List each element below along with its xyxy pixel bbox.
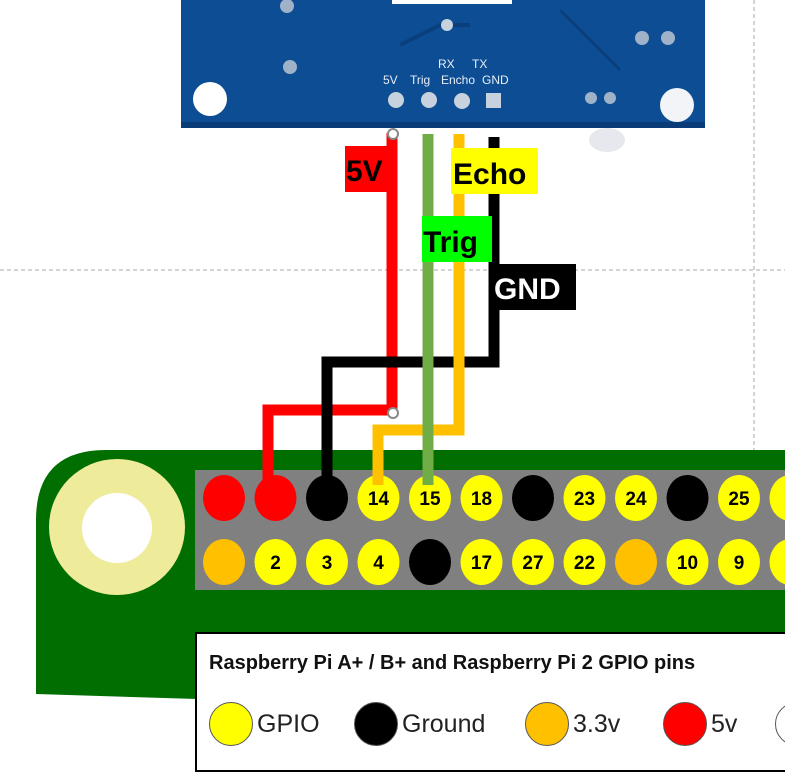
legend-item-gpio: GPIO [209, 702, 320, 746]
legend-item-5v: 5v [663, 702, 737, 746]
gpio-pin-dot [615, 539, 657, 585]
gpio-pin: 4 [358, 539, 400, 585]
gpio-pin-label: 24 [625, 489, 647, 510]
5v-dot-icon [663, 702, 707, 746]
gpio-pin: 18 [461, 475, 503, 521]
wire-joint [388, 408, 398, 418]
mounting-hole [660, 88, 694, 122]
gpio-pin-dot [409, 539, 451, 585]
ultrasonic-sensor-board: RX TX 5V Trig Encho GND [181, 0, 705, 152]
sensor-pin-trig [421, 92, 437, 108]
sensor-pin-echo [454, 93, 470, 109]
wire-joint [388, 129, 398, 139]
gpio-pin-label: 14 [368, 489, 390, 510]
gpio-pin-label: 25 [728, 489, 750, 510]
gpio-pin: 27 [512, 539, 554, 585]
wire-label-5v: 5V [345, 146, 390, 192]
gpio-pin-dot [203, 475, 245, 521]
ground-dot-icon [354, 702, 398, 746]
gpio-pin-label: 27 [522, 553, 543, 574]
gpio-pin-dot [203, 539, 245, 585]
gpio-pin: 9 [718, 539, 760, 585]
sensor-pin-5v [388, 92, 404, 108]
legend-item-3v3: 3.3v [525, 702, 620, 746]
gpio-pin-label: 22 [574, 553, 595, 574]
gpio-pin: 10 [667, 539, 709, 585]
wire-label-gnd: GND [490, 264, 576, 310]
svg-text:Trig: Trig [423, 226, 478, 259]
gpio-pin [255, 475, 297, 521]
sensor-label-rx: RX [438, 57, 455, 71]
svg-text:GND: GND [494, 273, 561, 306]
gpio-pin [667, 475, 709, 521]
gpio-pin: 24 [615, 475, 657, 521]
sensor-label-gnd: GND [482, 73, 509, 87]
gpio-pin [203, 475, 245, 521]
legend-panel: Raspberry Pi A+ / B+ and Raspberry Pi 2 … [195, 632, 785, 772]
gpio-pin: 17 [461, 539, 503, 585]
gpio-pin-label: 2 [270, 553, 281, 574]
gpio-pin-label: 10 [677, 553, 698, 574]
sensor-label-tx: TX [472, 57, 487, 71]
gpio-pin: 2 [255, 539, 297, 585]
sensor-pin-gnd [486, 93, 501, 108]
gpio-pin-label: 3 [322, 553, 333, 574]
wire-label-trig: Trig [422, 216, 492, 262]
sensor-label-trig: Trig [410, 73, 430, 87]
sensor-label-echo: Encho [441, 73, 475, 87]
sensor-label-5v: 5V [383, 73, 398, 87]
legend-item-ground: Ground [354, 702, 485, 746]
gpio-pin-label: 4 [373, 553, 384, 574]
gpio-pin: 3 [306, 539, 348, 585]
gpio-pin-label: 9 [734, 553, 745, 574]
gpio-pin [512, 475, 554, 521]
gpio-pin-label: 18 [471, 489, 492, 510]
mounting-hole [82, 493, 152, 563]
gpio-dot-icon [209, 702, 253, 746]
gpio-pin [409, 539, 451, 585]
gpio-pin-label: 15 [419, 489, 441, 510]
gpio-pin: 25 [718, 475, 760, 521]
gpio-pin-dot [512, 475, 554, 521]
gpio-pin: 23 [564, 475, 606, 521]
gpio-pin-label: 17 [471, 553, 492, 574]
gpio-pin: 22 [564, 539, 606, 585]
wire-label-echo: Echo [451, 148, 538, 194]
gpio-pin-dot [255, 475, 297, 521]
gpio-pin-dot [667, 475, 709, 521]
legend-title: Raspberry Pi A+ / B+ and Raspberry Pi 2 … [209, 652, 695, 675]
svg-text:5V: 5V [346, 155, 383, 188]
gpio-pin [203, 539, 245, 585]
svg-text:Echo: Echo [453, 158, 526, 191]
gpio-pin [615, 539, 657, 585]
empty-dot-icon [775, 702, 785, 746]
legend-item-other [775, 702, 785, 746]
gpio-pin-label: 23 [574, 489, 595, 510]
3v3-dot-icon [525, 702, 569, 746]
mounting-hole [193, 82, 227, 116]
